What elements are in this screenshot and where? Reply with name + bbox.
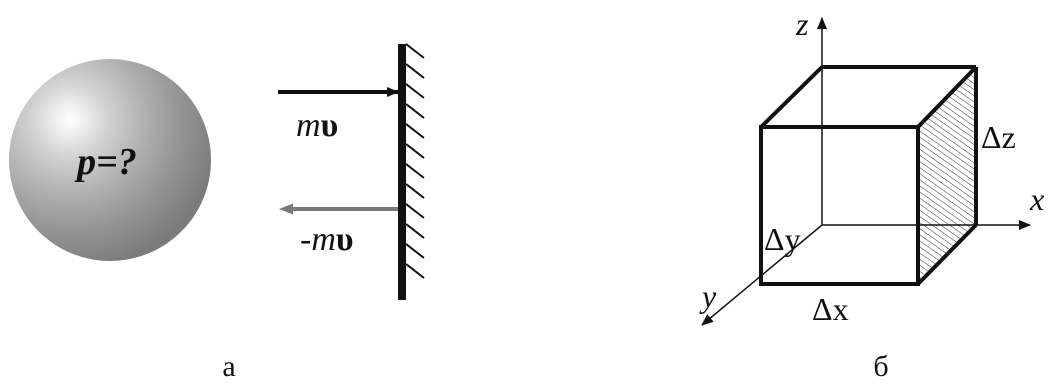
cube-edge-bottom-right bbox=[916, 223, 978, 286]
delta-y-label: Δy bbox=[764, 221, 801, 257]
delta-z-label: Δz bbox=[981, 119, 1016, 155]
caption-a: а bbox=[222, 350, 235, 383]
cube-hatched-face bbox=[918, 67, 976, 284]
wall-hatch-tick bbox=[405, 43, 425, 59]
wall-hatch-tick bbox=[405, 183, 425, 199]
sphere-label: p=? bbox=[74, 141, 137, 183]
cube bbox=[759, 65, 978, 286]
outgoing-mass-symbol: m bbox=[311, 221, 336, 258]
wall-hatch-tick bbox=[405, 143, 425, 159]
cube-edge-top-left bbox=[759, 65, 824, 129]
caption-b: б bbox=[873, 350, 888, 383]
axis-y-label: y bbox=[699, 278, 717, 314]
outgoing-momentum-label: -mυ bbox=[300, 221, 354, 258]
sphere bbox=[9, 59, 211, 261]
cube-edge-top-right bbox=[916, 65, 978, 129]
incoming-velocity-symbol: υ bbox=[321, 107, 339, 144]
wall-hatch-tick bbox=[405, 103, 425, 119]
outgoing-velocity-symbol: υ bbox=[336, 221, 354, 258]
axis-x-label: x bbox=[1029, 181, 1044, 217]
delta-x-label: Δx bbox=[812, 291, 849, 327]
panel-a: p=? mυ -mυ а bbox=[9, 43, 425, 383]
wall-hatch-tick bbox=[405, 123, 425, 139]
wall-hatch-tick bbox=[405, 63, 425, 79]
incoming-momentum-label: mυ bbox=[296, 107, 338, 144]
cube-front-face bbox=[759, 125, 920, 286]
wall-hatch-tick bbox=[405, 263, 425, 279]
wall-hatch-tick bbox=[405, 243, 425, 259]
wall-hatch-tick bbox=[405, 163, 425, 179]
outgoing-minus-sign: - bbox=[300, 221, 311, 258]
wall-hatch-tick bbox=[405, 223, 425, 239]
panel-b: z x y Δz Δy Δx б bbox=[699, 6, 1044, 383]
incoming-mass-symbol: m bbox=[296, 107, 321, 144]
wall-hatch-tick bbox=[405, 203, 425, 219]
axis-z-label: z bbox=[795, 6, 809, 42]
wall-hatching bbox=[405, 43, 425, 279]
wall-hatch-tick bbox=[405, 83, 425, 99]
